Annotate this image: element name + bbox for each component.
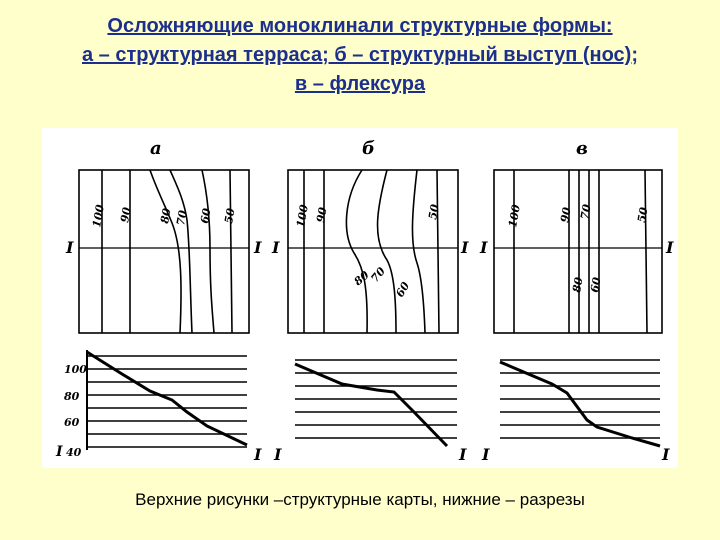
contour-b-60 xyxy=(411,169,426,334)
contour-a-70 xyxy=(169,169,193,334)
map-panel-c xyxy=(493,169,663,334)
title-line-1: Осложняющие моноклинали структурные форм… xyxy=(107,15,613,37)
contour-label-a-60: 60 xyxy=(198,207,214,225)
section-panel-c xyxy=(499,359,661,448)
contour-a-80 xyxy=(149,169,182,334)
contour-label-c-50: 50 xyxy=(635,206,651,224)
panel-letter-b: б xyxy=(362,138,375,159)
section-a-levels xyxy=(87,355,247,448)
section-label-left-a: I xyxy=(55,444,63,460)
section-b-profile xyxy=(294,362,449,448)
contour-label-a-70: 70 xyxy=(174,209,190,227)
section-label-b-right: I xyxy=(458,445,467,464)
figure-svg: а 100 90 80 70 60 50 I I б 100 90 50 80 … xyxy=(55,138,674,464)
contour-label-c-70: 70 xyxy=(578,203,594,221)
section-b-levels xyxy=(295,359,457,439)
section-panel-b xyxy=(294,359,457,448)
contour-b-50 xyxy=(436,169,440,334)
contour-label-a-100: 100 xyxy=(90,203,107,228)
section-label-c-left: I xyxy=(481,445,490,464)
profile-label-b-right: I xyxy=(460,238,469,257)
section-label-b-left: I xyxy=(273,445,282,464)
contour-label-c-60: 60 xyxy=(588,276,604,294)
profile-label-a-right: I xyxy=(253,238,262,257)
section-label-c-right: I xyxy=(661,445,670,464)
contour-b-70 xyxy=(376,169,397,334)
section-a-profile xyxy=(86,350,248,447)
contour-label-c-80: 80 xyxy=(570,276,586,294)
section-c-profile xyxy=(499,360,661,448)
panel-letter-c: в xyxy=(576,138,588,159)
map-frame-b xyxy=(287,169,459,334)
section-label-a-right: I xyxy=(253,445,262,464)
panel-letter-a: а xyxy=(150,138,162,159)
map-frame-a xyxy=(78,169,250,334)
map-panel-b xyxy=(287,169,459,334)
contour-a-60 xyxy=(201,169,215,334)
contour-label-b-70: 70 xyxy=(368,265,388,285)
contour-label-a-90: 90 xyxy=(118,206,134,224)
contour-b-80 xyxy=(345,169,368,334)
contour-label-c-90: 90 xyxy=(558,206,574,224)
contour-label-a-50: 50 xyxy=(222,207,238,225)
section-scale-80: 80 xyxy=(64,390,80,403)
title-line-2: а – структурная терраса; б – структурный… xyxy=(81,44,638,66)
slide-title: Осложняющие моноклинали структурные форм… xyxy=(0,12,720,99)
section-scale-40: 40 xyxy=(66,446,82,459)
contour-label-b-60: 60 xyxy=(393,279,412,299)
contour-c-50 xyxy=(644,169,648,334)
contour-label-b-50: 50 xyxy=(426,203,442,221)
figure-caption: Верхние рисунки –структурные карты, нижн… xyxy=(135,490,585,509)
contour-label-a-80: 80 xyxy=(158,207,174,225)
section-scale-60: 60 xyxy=(64,416,80,429)
section-panel-a xyxy=(86,350,248,450)
structural-maps-figure: а 100 90 80 70 60 50 I I б 100 90 50 80 … xyxy=(42,128,678,468)
profile-label-b-left: I xyxy=(271,238,280,257)
profile-label-c-right: I xyxy=(665,238,674,257)
contour-label-b-100: 100 xyxy=(294,203,311,228)
profile-label-c-left: I xyxy=(479,238,488,257)
contour-label-b-90: 90 xyxy=(314,206,330,224)
section-scale-100: 100 xyxy=(64,363,87,376)
map-panel-a xyxy=(78,169,250,334)
title-line-3: в – флексура xyxy=(294,73,426,95)
profile-label-a-left: I xyxy=(65,238,74,257)
contour-label-c-100: 100 xyxy=(506,203,523,228)
map-frame-c xyxy=(493,169,663,334)
contour-a-50 xyxy=(229,169,233,334)
